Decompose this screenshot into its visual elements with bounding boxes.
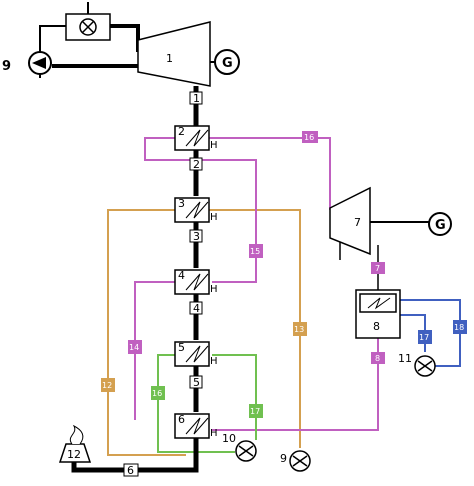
pump-11 [414,355,436,377]
pump-9b [289,450,311,472]
condenser-8 [355,289,401,339]
heater-3-label: 3 [178,197,185,210]
stream-tags-black: 1 2 3 4 5 6 [123,91,203,477]
heater-4-label: 4 [178,269,185,282]
pump-11-label: 11 [398,352,412,365]
stream-1: 1 [193,92,200,105]
heater-2-label: 2 [178,125,185,138]
stream-5: 5 [193,376,200,389]
stack-12-label: 12 [67,448,81,461]
stream-2: 2 [193,158,200,171]
generator-1 [214,49,240,75]
heater-6 [174,413,210,439]
stream-16: 16 [304,133,314,142]
pump-9b-label: 9 [280,452,287,465]
stack-12 [58,424,92,463]
stream-6: 6 [127,464,134,477]
heater-6-label: 6 [178,413,185,426]
stream-17-green: 17 [250,407,260,416]
heater-5-h: H [210,356,218,367]
stream-tags-colored: 16 15 14 7 8 12 13 16 17 17 18 [101,131,467,418]
condenser-8-label: 8 [373,320,380,333]
heater-6-h: H [210,428,218,439]
generator-7 [428,212,452,236]
turbine-7-label: 7 [354,216,361,229]
heater-5-label: 5 [178,341,185,354]
stream-4: 4 [193,302,200,315]
stream-7: 7 [375,264,380,273]
heater-4 [174,269,210,295]
stream-8: 8 [375,354,380,363]
generator-1-label: G [222,56,233,71]
combustor [65,13,111,41]
gas-turbine-1 [137,21,211,87]
heater-2-h: H [210,140,218,151]
stream-12: 12 [102,381,112,390]
stream-17: 17 [419,333,429,342]
stream-13: 13 [294,325,304,334]
pump-10-label: 10 [222,432,236,445]
steam-turbine-7 [329,186,371,256]
pump-10 [235,440,257,462]
heater-3-h: H [210,212,218,223]
heater-2 [174,125,210,151]
stream-18: 18 [454,323,464,332]
stream-15: 15 [250,247,260,256]
stream-3: 3 [193,230,200,243]
heater-4-h: H [210,284,218,295]
pump-9 [28,51,52,75]
turbine-1-label: 1 [166,52,173,65]
generator-7-label: G [435,218,446,233]
pump-9-label: 9 [2,59,11,74]
orange-line-13 [107,209,301,456]
stream-16-green: 16 [152,389,162,398]
stream-14: 14 [129,343,139,352]
heater-5 [174,341,210,367]
heater-3 [174,197,210,223]
